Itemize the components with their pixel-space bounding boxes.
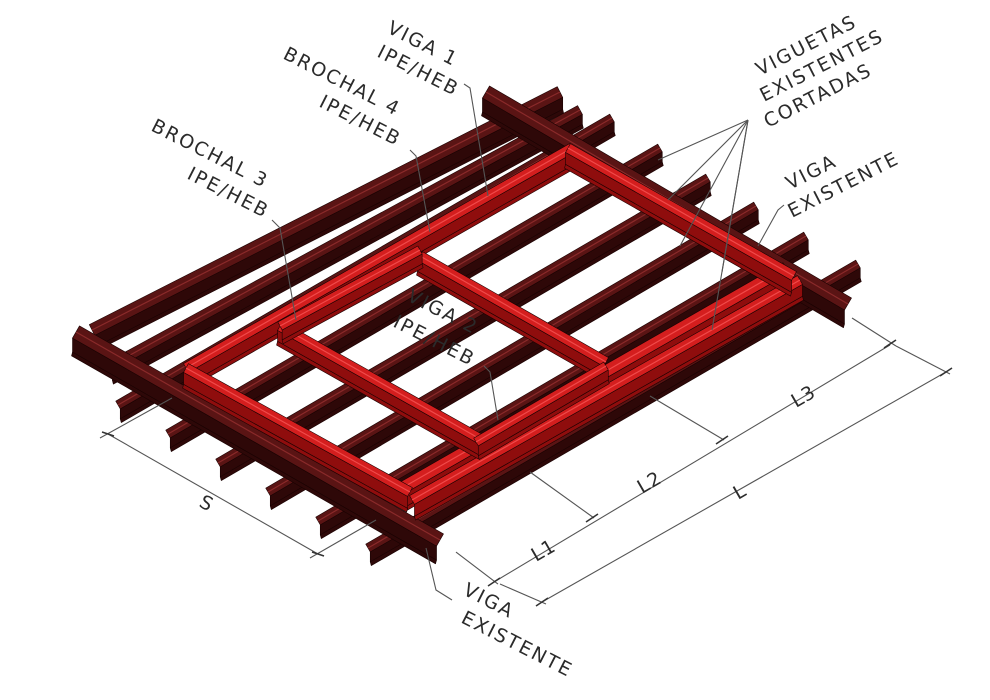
dim-chain-line xyxy=(493,344,891,583)
new-beam-viga1-highlight xyxy=(419,255,607,363)
new-beam-brochal-edge-highlight xyxy=(185,147,573,369)
existing-joist-2-highlight xyxy=(167,147,661,435)
leader-viga-existente-bottom xyxy=(425,547,453,601)
label-viga-existente-bottom-line2: EXISTENTE xyxy=(458,607,577,682)
existing-joist-5-highlight xyxy=(317,235,807,522)
leader-viga-existente-top xyxy=(757,204,785,247)
new-beam-brochal3-bottom-flange xyxy=(281,263,424,345)
dim-l-ext2 xyxy=(895,345,951,375)
existing-joist-4-bottom-flange xyxy=(269,219,760,510)
new-beam-viga-existente-double-2-bottom-flange xyxy=(414,296,804,521)
new-beam-brochal-top-highlight xyxy=(567,147,795,277)
leader-brochal3 xyxy=(271,219,297,321)
dim-l-tick1 xyxy=(535,597,549,607)
dim-label-l2: L2 xyxy=(634,467,666,498)
leader-brochal4 xyxy=(409,149,431,233)
leader-lines xyxy=(271,83,785,601)
new-beam-brochal-side-highlight xyxy=(185,367,411,493)
dim-l-line xyxy=(541,371,947,603)
dim-s-tick1 xyxy=(101,431,115,437)
dim-l3-tick xyxy=(715,435,729,445)
existing-beam-left-long-highlight xyxy=(91,91,561,331)
existing-joist-3-bottom-flange xyxy=(219,191,712,481)
new-beam-brochal-side-bottom-flange xyxy=(182,384,408,513)
dim-chain-ext3 xyxy=(649,395,725,441)
new-beam-brochal4-highlight xyxy=(475,365,607,443)
dim-s-line xyxy=(107,433,319,555)
new-beam-brochal4-bottom-flange xyxy=(477,379,610,460)
new-beam-brochal-top-bottom-flange xyxy=(564,164,792,297)
existing-joist-4-highlight xyxy=(267,205,757,493)
existing-joist-2-bottom-flange xyxy=(169,161,664,452)
dim-s-ext2 xyxy=(309,519,377,559)
dim-l2-tick xyxy=(585,513,599,523)
existing-beam-left-long-2-highlight xyxy=(109,109,581,367)
new-beam-viga2-bottom-flange xyxy=(276,341,480,460)
dim-chain-ext4 xyxy=(851,317,897,347)
leader-viga1 xyxy=(463,83,489,197)
new-beam-viga2-highlight xyxy=(279,325,483,441)
existing-joist-6-bottom-flange xyxy=(369,277,862,566)
dim-l1-tick xyxy=(487,577,501,587)
existing-main-beam-bottom-bottom-flange xyxy=(71,351,437,565)
beam-layer xyxy=(71,85,862,566)
dimension-lines xyxy=(99,317,953,607)
dim-label-l3: L3 xyxy=(788,381,820,412)
dim-chain-ext1 xyxy=(455,551,499,585)
existing-joist-3-highlight xyxy=(217,177,709,464)
new-beam-brochal3-highlight xyxy=(279,249,421,327)
new-beam-viga-existente-double-2-highlight xyxy=(411,279,801,501)
leader-viga2 xyxy=(483,365,499,421)
dim-end-tick xyxy=(883,339,897,349)
leader-vigueta-b xyxy=(667,119,749,201)
dim-label-l: L xyxy=(730,479,751,504)
dim-label-s: S xyxy=(196,491,218,517)
dim-l-tick2 xyxy=(939,367,953,377)
leader-vigueta-a xyxy=(657,119,749,161)
existing-main-beam-bottom-highlight xyxy=(75,331,441,541)
dim-l-ext1 xyxy=(499,583,547,605)
dim-label-l1: L1 xyxy=(528,535,560,566)
leader-vigueta-e xyxy=(711,119,749,331)
dim-s-ext1 xyxy=(99,397,173,439)
leader-vigueta-c xyxy=(679,119,749,247)
dim-s-tick2 xyxy=(311,551,325,557)
dim-chain-ext2 xyxy=(529,471,595,519)
